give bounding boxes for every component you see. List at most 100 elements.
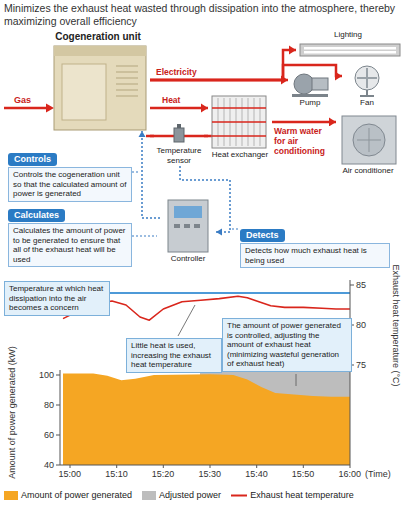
cogeneration-unit-drawing	[62, 64, 106, 120]
connector-line	[272, 121, 336, 124]
fan-drawing	[355, 66, 379, 97]
heat-exchanger: Heat exchanger	[208, 92, 272, 160]
connector-line	[150, 65, 342, 80]
connector-line	[204, 135, 208, 138]
part-label: Air conditioner	[336, 166, 400, 176]
legend-item: Amount of power generated	[4, 490, 132, 501]
power-area	[63, 374, 350, 466]
controller-drawing	[168, 200, 208, 252]
axis-tick: 60	[44, 430, 54, 441]
callout-text: Little heat is used, increasing the exha…	[131, 341, 217, 370]
part-label: Fan	[342, 98, 392, 108]
gas-arrow	[46, 104, 54, 113]
connector-line	[150, 107, 208, 110]
cogeneration-unit-drawing	[116, 66, 138, 67]
sensor-drawing	[177, 124, 181, 128]
heat-exchanger-drawing	[212, 107, 266, 109]
lamp-drawing	[300, 44, 400, 56]
connector	[180, 166, 230, 236]
part-label: Pump	[288, 98, 332, 108]
cogeneration-unit-drawing	[116, 84, 138, 85]
heat-exchanger-drawing	[212, 96, 266, 148]
chart-axis	[256, 465, 257, 468]
controller-drawing	[168, 200, 208, 252]
lamp-drawing	[304, 51, 396, 54]
part-label: Cogeneration unit	[46, 30, 150, 43]
part-label: Lighting	[296, 30, 400, 40]
axis-title: Amount of power generated (kW)	[6, 346, 17, 479]
fan-drawing	[366, 90, 368, 95]
callout-text: Temperature at which heat dissipation in…	[9, 284, 105, 313]
step-box: CalculatesCalculates the amount of power…	[8, 204, 132, 267]
chart-axis	[56, 435, 60, 436]
chart-axis	[350, 280, 351, 465]
chart-callout: Little heat is used, increasing the exha…	[126, 338, 222, 373]
controller-drawing	[184, 224, 190, 228]
leader-line	[132, 235, 157, 236]
axis-tick: 15:20	[152, 469, 175, 480]
axis-title: Exhaust heat temperature (°C)	[390, 264, 401, 386]
connector	[204, 136, 208, 137]
cogeneration-unit-drawing	[116, 90, 138, 91]
chart-axis	[60, 465, 350, 466]
air-conditioner-drawing	[369, 128, 370, 152]
cogeneration-unit-drawing	[116, 78, 138, 79]
pump-drawing	[294, 74, 314, 94]
axis-tick: 15:30	[199, 469, 222, 480]
flow-label: Warm water for air conditioning	[274, 126, 334, 156]
legend-item: Exhaust heat temperature	[231, 490, 354, 501]
power-area	[63, 374, 350, 466]
connector-line	[150, 50, 296, 80]
lamp-drawing	[300, 44, 400, 56]
heat-exchanger-drawing	[212, 96, 266, 148]
leader-line	[296, 374, 297, 386]
chart-axis	[350, 465, 351, 468]
connector-line	[180, 166, 230, 232]
arrow-head	[289, 46, 296, 55]
connector	[150, 46, 296, 81]
chart-legend: Amount of power generated Adjusted power E…	[4, 490, 364, 501]
step-box: DetectsDetects how much exhaust heat is …	[240, 224, 390, 268]
connector	[139, 131, 161, 218]
diagram-title: Minimizes the exhaust heat wasted throug…	[4, 2, 402, 28]
leader-line	[232, 228, 239, 229]
leader-line	[132, 171, 139, 172]
pump-drawing	[312, 78, 328, 90]
chart-axis	[210, 465, 211, 468]
chart-callout: Temperature at which heat dissipation in…	[4, 281, 110, 316]
legend-line-sample	[231, 491, 247, 500]
arrow-head	[139, 131, 146, 137]
chart-axis	[70, 465, 71, 468]
axis-tick: 85	[356, 280, 366, 291]
chart-axis	[163, 465, 164, 468]
legend-line-sample	[231, 495, 247, 497]
step-tab: Calculates	[8, 209, 65, 222]
leader-line	[132, 172, 239, 236]
pump-drawing	[292, 74, 328, 97]
connector-line	[142, 131, 160, 218]
chart-axis	[303, 465, 304, 468]
input-label: Gas	[14, 95, 31, 106]
controller: Controller	[160, 196, 216, 264]
chart-axis	[350, 285, 354, 286]
part-label: Controller	[160, 254, 216, 264]
legend-swatch	[142, 491, 156, 500]
fan: Fan	[342, 62, 392, 108]
axis-tick: 40	[44, 460, 54, 471]
chart-axis	[56, 465, 60, 466]
pump-drawing	[292, 94, 328, 97]
legend-item: Adjusted power	[142, 490, 221, 501]
arrow-head	[335, 72, 342, 81]
axis-tick: 100	[39, 370, 54, 381]
legend-swatch	[4, 491, 18, 500]
controller-drawing	[174, 224, 180, 228]
axis-tick: 16:00	[339, 469, 362, 480]
axis-tick: 15:00	[59, 469, 82, 480]
step-description: Detects how much exhaust heat is being u…	[240, 243, 390, 268]
lighting-fixture: Lighting	[296, 30, 400, 56]
legend-text: Amount of power generated	[21, 490, 132, 501]
arrow-head	[216, 229, 222, 236]
gas-arrow	[4, 107, 47, 110]
air-conditioner: Air conditioner	[336, 114, 400, 176]
